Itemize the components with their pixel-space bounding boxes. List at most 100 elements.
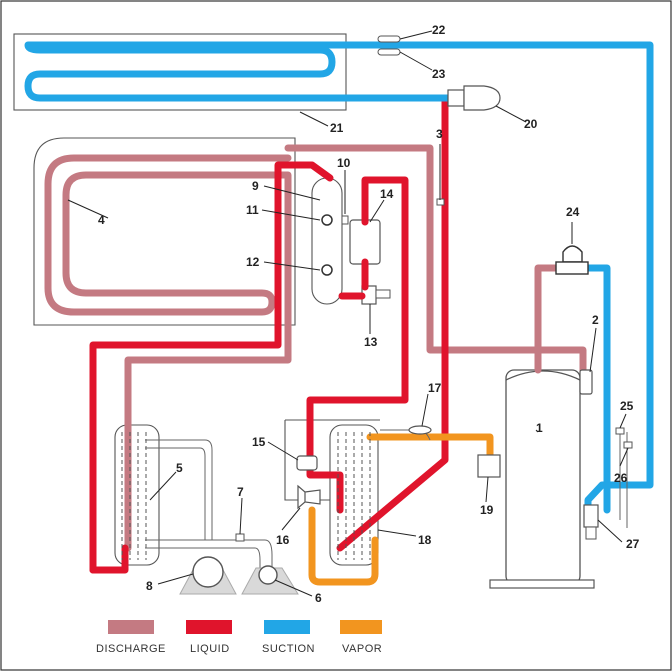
- liquid-line-lower: [89, 544, 129, 574]
- fitting-20-body: [447, 89, 465, 107]
- valve-27: [583, 504, 599, 528]
- legend-label-vapor: VAPOR: [342, 643, 382, 655]
- leader-2: [589, 327, 597, 373]
- label-19: 19: [480, 503, 494, 517]
- sensor-26: [623, 441, 633, 449]
- leader-18: [377, 529, 417, 537]
- leader-12: [263, 261, 321, 271]
- sight-glass-11: [321, 214, 333, 226]
- exchanger-5-pipe: [145, 439, 273, 568]
- leader-22: [399, 30, 433, 40]
- valve-2: [579, 369, 593, 395]
- label-16: 16: [276, 533, 290, 547]
- heat-exchanger-right: [329, 424, 379, 566]
- label-24: 24: [566, 205, 580, 219]
- exchanger-5-dashes: [121, 432, 147, 560]
- label-7: 7: [237, 485, 244, 499]
- clamp-23: [377, 48, 401, 56]
- sight-glass-12: [321, 264, 333, 276]
- suction-loop: [581, 264, 611, 514]
- leader-17: [421, 393, 429, 427]
- legend-swatch-discharge: [108, 620, 154, 634]
- legend-label-liquid: LIQUID: [190, 643, 230, 655]
- leader-9: [263, 185, 321, 201]
- leader-19: [485, 476, 489, 503]
- leader-8: [157, 573, 194, 585]
- label-23: 23: [432, 67, 446, 81]
- label-22: 22: [432, 23, 446, 37]
- label-5: 5: [176, 461, 183, 475]
- label-18: 18: [418, 533, 432, 547]
- leader-14: [369, 199, 385, 223]
- compressor-base: [489, 579, 595, 589]
- leader-7: [239, 497, 243, 535]
- label-15: 15: [252, 435, 266, 449]
- label-11: 11: [246, 203, 259, 217]
- sensor-7: [235, 533, 245, 542]
- leader-20: [495, 105, 527, 123]
- leader-23: [399, 51, 433, 71]
- sensor-25: [615, 427, 625, 435]
- label-2: 2: [592, 313, 599, 327]
- label-14: 14: [380, 187, 394, 201]
- leader-26: [619, 447, 629, 467]
- leader-5: [149, 471, 177, 501]
- heat-exchanger-left: [114, 424, 160, 566]
- compressor-body: [505, 369, 581, 585]
- liquid-line-drier: [306, 176, 409, 514]
- label-4: 4: [98, 213, 105, 227]
- legend: DISCHARGE LIQUID SUCTION VAPOR: [96, 620, 382, 655]
- receiver-tank: [311, 177, 343, 305]
- label-1: 1: [536, 421, 543, 435]
- valve-20-cap: [463, 85, 501, 111]
- leader-1: [535, 429, 539, 433]
- valve-16: [297, 484, 321, 510]
- label-10: 10: [337, 156, 351, 170]
- vapor-line: [308, 433, 494, 586]
- label-17: 17: [428, 381, 442, 395]
- legend-swatch-liquid: [186, 620, 232, 634]
- label-21: 21: [330, 121, 344, 135]
- exchanger-18-dashes: [337, 432, 371, 560]
- label-8: 8: [146, 579, 153, 593]
- label-6: 6: [315, 591, 322, 605]
- label-27: 27: [626, 537, 640, 551]
- label-26: 26: [614, 471, 628, 485]
- pump-8: [192, 556, 224, 588]
- solenoid-15: [296, 455, 318, 471]
- label-25: 25: [620, 399, 634, 413]
- valve-19: [477, 454, 501, 478]
- legend-swatch-suction: [264, 620, 310, 634]
- pump-6: [258, 565, 278, 585]
- legend-label-suction: SUCTION: [262, 643, 315, 655]
- discharge-line: [284, 144, 587, 376]
- clamp-22: [377, 35, 401, 43]
- valve-13-stem: [375, 289, 391, 299]
- leader-16: [281, 507, 301, 531]
- condenser-coil: [44, 154, 292, 552]
- label-13: 13: [364, 335, 378, 349]
- evaporator-box: [13, 33, 347, 111]
- label-20: 20: [524, 117, 538, 131]
- leader-4: [67, 199, 109, 219]
- leader-21: [299, 111, 329, 127]
- label-3: 3: [436, 127, 443, 141]
- leader-15: [267, 441, 299, 461]
- legend-label-discharge: DISCHARGE: [96, 643, 166, 655]
- leader-25: [619, 413, 627, 429]
- label-12: 12: [246, 255, 260, 269]
- label-9: 9: [252, 179, 259, 193]
- clamp-17: [408, 425, 432, 435]
- leader-6: [274, 579, 313, 597]
- fitting-10: [341, 215, 349, 225]
- valve-24: [562, 245, 583, 263]
- liquid-line-diagonal: [336, 96, 449, 552]
- legend-swatch-vapor: [340, 620, 382, 634]
- compressor-top: [505, 370, 581, 381]
- valve-24-body: [555, 261, 589, 275]
- evaporator-coil: [24, 41, 654, 519]
- leader-27: [597, 519, 623, 543]
- leader-11: [261, 209, 321, 221]
